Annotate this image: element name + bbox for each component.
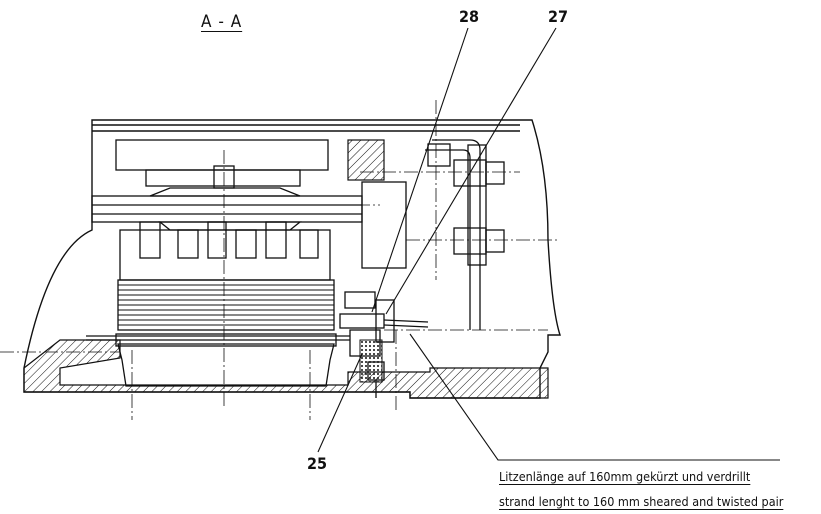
callout-part-27: 27 [548,7,569,26]
insulation-pad [359,339,383,383]
housing-outline [23,119,561,399]
note-english: strand lenght to 160 mm sheared and twis… [499,494,784,509]
callout-part-25: 25 [307,454,328,473]
note-german: Litzenlänge auf 160mm gekürzt und verdri… [499,469,751,484]
callout-part-28: 28 [459,7,480,26]
section-label: A - A [201,12,243,32]
hatched-block [347,139,385,181]
hatched-base-plate [23,339,549,399]
